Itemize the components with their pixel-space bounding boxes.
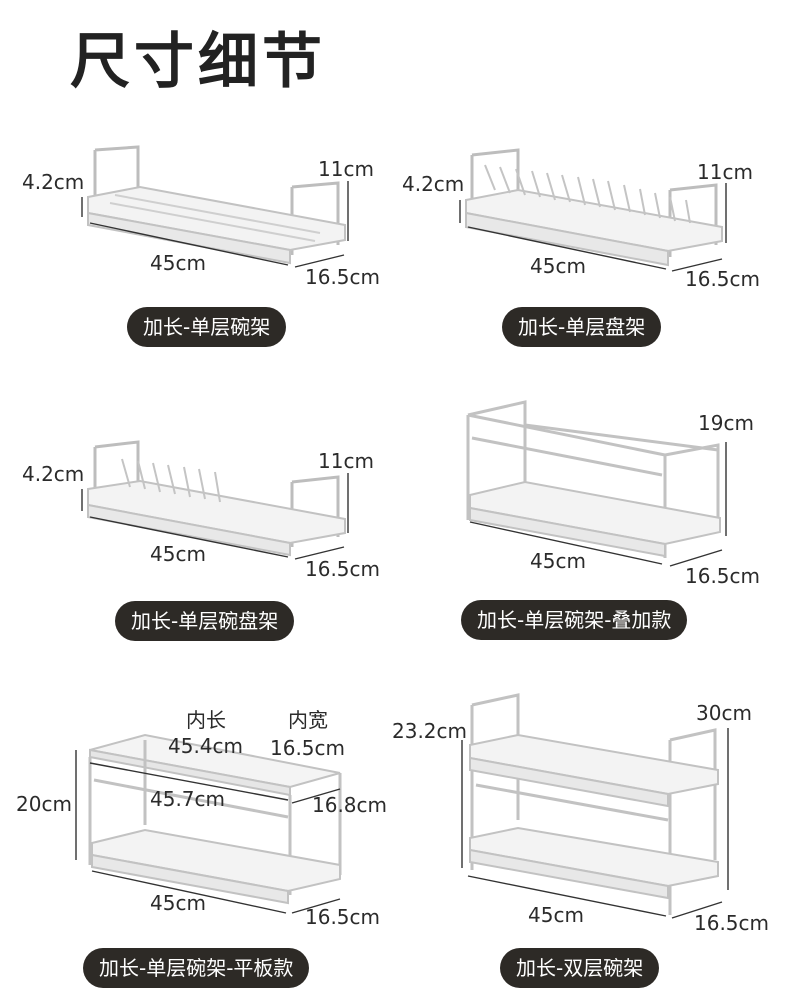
bowl-plate-rack-depth: 16.5cm xyxy=(305,557,381,581)
double-rack-length: 45cm xyxy=(528,903,584,927)
bowl-rack-label: 加长-单层碗架 xyxy=(127,307,287,347)
stackable-rack-label: 加长-单层碗架-叠加款 xyxy=(461,600,688,640)
double-rack-depth: 16.5cm xyxy=(694,911,770,935)
plate-rack-right-height: 11cm xyxy=(697,160,753,184)
bowl-plate-rack-label: 加长-单层碗盘架 xyxy=(115,601,295,641)
bowl-plate-rack-length: 45cm xyxy=(150,542,206,566)
product-bowl-rack: 4.2cm 11cm 45cm 16.5cm 加长-单层碗架 xyxy=(20,145,400,355)
plate-rack-depth: 16.5cm xyxy=(685,267,761,291)
flat-top-tray-length: 45.7cm xyxy=(150,787,226,811)
product-stackable-rack: 19cm 45cm 16.5cm 加长-单层碗架-叠加款 xyxy=(400,400,780,640)
plate-rack-left-height: 4.2cm xyxy=(402,172,465,196)
plate-rack-illustration xyxy=(459,148,727,272)
flat-top-inner-width-label: 内宽 xyxy=(288,708,328,732)
product-double-rack: 23.2cm 30cm 45cm 16.5cm 加长-双层碗架 xyxy=(390,690,770,988)
page-title: 尺寸细节 xyxy=(70,27,326,97)
double-rack-label: 加长-双层碗架 xyxy=(500,948,660,988)
flat-top-depth: 16.5cm xyxy=(305,905,381,929)
bowl-rack-length: 45cm xyxy=(150,251,206,275)
double-rack-left-height: 23.2cm xyxy=(392,719,468,743)
plate-rack-label: 加长-单层盘架 xyxy=(502,307,662,347)
flat-top-rack-illustration xyxy=(75,733,342,914)
flat-top-inner-width: 16.5cm xyxy=(270,736,346,760)
flat-top-length: 45cm xyxy=(150,891,206,915)
bowl-plate-rack-illustration xyxy=(81,440,349,560)
bowl-rack-depth: 16.5cm xyxy=(305,265,381,289)
bowl-rack-illustration xyxy=(81,145,349,268)
flat-top-rack-label: 加长-单层碗架-平板款 xyxy=(83,948,310,988)
stackable-rack-depth: 16.5cm xyxy=(685,564,761,588)
flat-top-inner-length: 45.4cm xyxy=(168,734,244,758)
stackable-rack-length: 45cm xyxy=(530,549,586,573)
bowl-rack-right-height: 11cm xyxy=(318,157,374,181)
plate-rack-length: 45cm xyxy=(530,254,586,278)
flat-top-inner-length-label: 内长 xyxy=(186,708,226,732)
product-bowl-plate-rack: 4.2cm 11cm 45cm 16.5cm 加长-单层碗盘架 xyxy=(20,437,400,647)
double-rack-illustration xyxy=(461,693,729,919)
stackable-rack-right-height: 19cm xyxy=(698,411,754,435)
product-flat-top-rack: 内长 45.4cm 内宽 16.5cm 20cm 45.7cm 16.8cm 4… xyxy=(10,705,390,988)
bowl-rack-left-height: 4.2cm xyxy=(22,170,85,194)
double-rack-right-height: 30cm xyxy=(696,701,752,725)
bowl-plate-rack-left-height: 4.2cm xyxy=(22,462,85,486)
bowl-plate-rack-right-height: 11cm xyxy=(318,449,374,473)
product-plate-rack: 4.2cm 11cm 45cm 16.5cm 加长-单层盘架 xyxy=(400,145,780,355)
flat-top-height: 20cm xyxy=(16,792,72,816)
stackable-rack-illustration xyxy=(466,400,727,567)
flat-top-tray-depth: 16.8cm xyxy=(312,793,388,817)
